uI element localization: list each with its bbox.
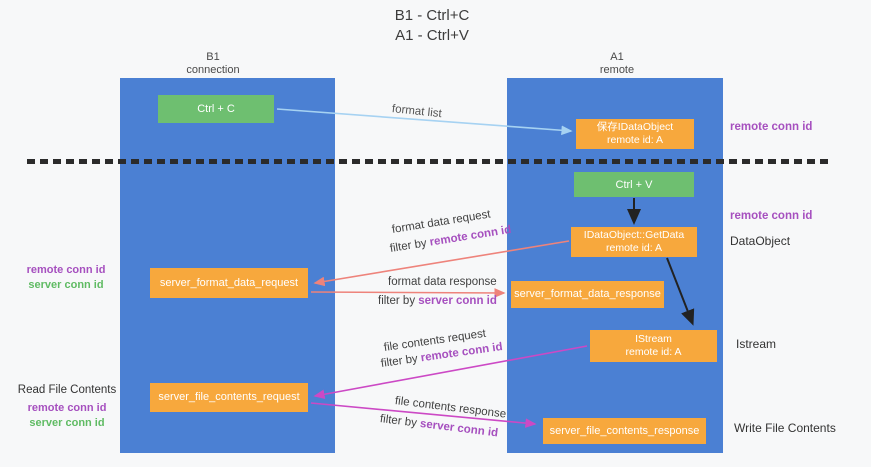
title-line-2: A1 - Ctrl+V: [395, 27, 469, 44]
format-data-response-arrow: [310, 288, 506, 298]
istream-line1: IStream: [635, 333, 672, 345]
diagram-title: B1 - Ctrl+C A1 - Ctrl+V: [327, 6, 537, 46]
lane-a1-name: A1: [610, 51, 624, 63]
server-file-contents-request-box: server_file_contents_request: [150, 383, 308, 412]
write-file-contents-note: Write File Contents: [734, 421, 836, 435]
filter-prefix: filter by: [389, 236, 431, 255]
lane-b1-role: connection: [186, 64, 240, 76]
istream-box: IStream remote id: A: [590, 330, 717, 362]
remote-conn-id-note-clipboard-row: remote conn id: [730, 121, 813, 133]
lane-header-b1: B1 connection: [153, 51, 273, 77]
lane-a1-role: remote: [599, 64, 635, 76]
format-list-label: format list: [391, 103, 443, 121]
dashed-divider-line: [27, 159, 833, 164]
format-data-response-label: format data response: [388, 276, 497, 288]
filter-prefix: filter by: [380, 352, 422, 370]
ctrl-v-label: Ctrl + V: [615, 178, 653, 191]
istream-note: Istream: [736, 337, 777, 351]
left-file-row-annotation: Read File Contents remote conn id server…: [14, 383, 120, 431]
server-conn-id-note: server conn id: [28, 279, 104, 291]
remote-conn-id-note: remote conn id: [27, 402, 107, 414]
server-file-contents-response-box: server_file_contents_response: [543, 418, 706, 444]
read-file-contents-note: Read File Contents: [17, 384, 117, 396]
server-file-contents-response-label: server_file_contents_response: [549, 424, 700, 437]
ctrl-c-box: Ctrl + C: [158, 95, 274, 123]
ctrl-c-label: Ctrl + C: [197, 103, 235, 115]
server-conn-id-token: server conn id: [419, 417, 499, 440]
server-file-contents-request-label: server_file_contents_request: [158, 391, 300, 403]
lane-b1-name: B1: [206, 51, 220, 63]
server-format-data-request-box: server_format_data_request: [150, 268, 308, 298]
filter-prefix: filter by: [378, 295, 419, 307]
server-format-data-request-label: server_format_data_request: [159, 276, 299, 289]
lane-header-a1: A1 remote: [557, 51, 677, 77]
server-format-data-response-label: server_format_data_response: [514, 288, 661, 300]
filter-by-server-conn-id-label-1: filter by server conn id: [378, 295, 497, 307]
remote-conn-id-note-getdata-row: remote conn id: [730, 210, 813, 222]
remote-conn-id-note: remote conn id: [26, 264, 106, 276]
istream-line2: remote id: A: [625, 346, 682, 358]
idataobject-getdata-box: IDataObject::GetData remote id: A: [571, 227, 697, 257]
save-dataobject-line1: 保存IDataObject: [596, 121, 674, 133]
server-conn-id-token: server conn id: [418, 295, 497, 307]
title-line-1: B1 - Ctrl+C: [394, 7, 470, 24]
save-dataobject-box: 保存IDataObject remote id: A: [576, 119, 694, 149]
getdata-line2: remote id: A: [605, 242, 663, 254]
left-format-row-annotation: remote conn id server conn id: [18, 263, 114, 293]
getdata-line1: IDataObject::GetData: [583, 229, 685, 241]
save-dataobject-line2: remote id: A: [606, 134, 664, 146]
ctrl-v-box: Ctrl + V: [574, 172, 694, 197]
filter-prefix: filter by: [379, 413, 421, 430]
server-format-data-response-box: server_format_data_response: [511, 281, 664, 308]
dataobject-note: DataObject: [730, 234, 791, 248]
server-conn-id-note: server conn id: [29, 417, 105, 429]
